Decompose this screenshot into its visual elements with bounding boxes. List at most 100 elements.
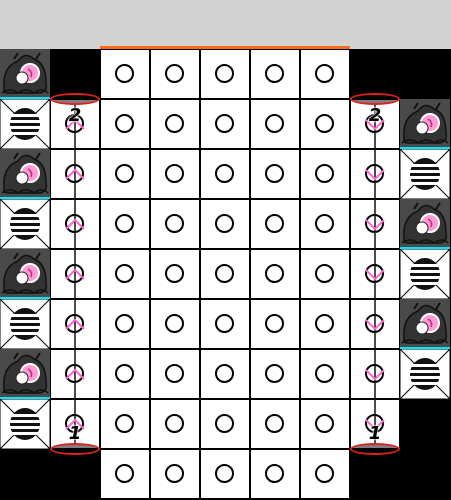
- board-cell[interactable]: [100, 299, 150, 349]
- ring-icon: [215, 64, 234, 83]
- board-cell[interactable]: [150, 249, 200, 299]
- track-cell[interactable]: [350, 449, 400, 499]
- drum-icon: [0, 299, 50, 349]
- board-cell[interactable]: [150, 149, 200, 199]
- ring-icon: [165, 414, 184, 433]
- track-cell[interactable]: [50, 449, 100, 499]
- board-cell[interactable]: [250, 49, 300, 99]
- board-cell[interactable]: [300, 299, 350, 349]
- board-cell[interactable]: [250, 149, 300, 199]
- board-cell[interactable]: [300, 349, 350, 399]
- left-chute-bottom-oval: [50, 443, 100, 455]
- board-cell[interactable]: [100, 99, 150, 149]
- ring-icon: [315, 264, 334, 283]
- board-cell[interactable]: [300, 399, 350, 449]
- ring-icon: [165, 464, 184, 483]
- board-cell[interactable]: [250, 399, 300, 449]
- board-cell[interactable]: [250, 449, 300, 499]
- board-cell[interactable]: [300, 49, 350, 99]
- board-cell[interactable]: [200, 99, 250, 149]
- board-cell[interactable]: [100, 399, 150, 449]
- board-cell[interactable]: [250, 349, 300, 399]
- board-cell[interactable]: [250, 199, 300, 249]
- right-track-bottom-label: 1: [368, 423, 382, 444]
- board-cell[interactable]: [300, 249, 350, 299]
- ring-icon: [215, 314, 234, 333]
- ring-icon: [265, 364, 284, 383]
- board-cell[interactable]: [150, 399, 200, 449]
- ring-icon: [215, 264, 234, 283]
- board-cell[interactable]: [100, 199, 150, 249]
- board-cell[interactable]: [100, 149, 150, 199]
- board-cell[interactable]: [200, 449, 250, 499]
- ring-icon: [265, 214, 284, 233]
- board-cell[interactable]: [150, 199, 200, 249]
- snail-enemy-icon: [0, 249, 50, 299]
- ring-icon: [315, 114, 334, 133]
- right-track-top-label: 2: [368, 105, 382, 126]
- snail-enemy-icon: [0, 349, 50, 399]
- ring-icon: [265, 414, 284, 433]
- ring-icon: [315, 414, 334, 433]
- top-accent-line: [100, 46, 350, 50]
- ring-icon: [165, 64, 184, 83]
- board-cell[interactable]: [200, 299, 250, 349]
- right-chute-track: [350, 97, 400, 451]
- ring-icon: [115, 314, 134, 333]
- ring-icon: [165, 364, 184, 383]
- board-cell[interactable]: [200, 149, 250, 199]
- ring-icon: [315, 214, 334, 233]
- board-cell[interactable]: [150, 99, 200, 149]
- board-cell[interactable]: [200, 399, 250, 449]
- left-track-top-label: 2: [68, 105, 82, 126]
- ring-icon: [215, 464, 234, 483]
- board-cell[interactable]: [150, 449, 200, 499]
- ring-icon: [265, 64, 284, 83]
- board-cell[interactable]: [150, 349, 200, 399]
- snail-enemy-icon: [400, 99, 450, 149]
- board-cell[interactable]: [300, 199, 350, 249]
- ring-icon: [315, 64, 334, 83]
- board-cell[interactable]: [200, 199, 250, 249]
- drum-icon: [400, 149, 450, 199]
- board-cell[interactable]: [100, 349, 150, 399]
- board-cell[interactable]: [300, 149, 350, 199]
- ring-icon: [315, 164, 334, 183]
- ring-icon: [115, 464, 134, 483]
- ring-icon: [115, 264, 134, 283]
- drum-icon: [400, 249, 450, 299]
- board-cell[interactable]: [100, 449, 150, 499]
- board-cell[interactable]: [300, 449, 350, 499]
- board-cell[interactable]: [250, 99, 300, 149]
- board-cell[interactable]: [100, 49, 150, 99]
- board-cell[interactable]: [100, 249, 150, 299]
- board-cell[interactable]: [300, 99, 350, 149]
- board-cell[interactable]: [150, 299, 200, 349]
- right-chute-bottom-oval: [350, 443, 400, 455]
- board-cell[interactable]: [200, 349, 250, 399]
- ring-icon: [265, 464, 284, 483]
- drum-icon: [400, 349, 450, 399]
- ring-icon: [115, 414, 134, 433]
- right-chute-top-oval: [350, 93, 400, 105]
- ring-icon: [165, 214, 184, 233]
- drum-icon: [0, 199, 50, 249]
- ring-icon: [315, 464, 334, 483]
- board-cell[interactable]: [200, 49, 250, 99]
- ring-icon: [165, 264, 184, 283]
- board-cell[interactable]: [200, 249, 250, 299]
- board-cell[interactable]: [250, 249, 300, 299]
- ring-icon: [115, 114, 134, 133]
- track-cell[interactable]: [350, 49, 400, 99]
- ring-icon: [265, 314, 284, 333]
- ring-icon: [115, 164, 134, 183]
- board-cell[interactable]: [150, 49, 200, 99]
- ring-icon: [165, 164, 184, 183]
- track-cell[interactable]: [50, 49, 100, 99]
- left-chute-top-oval: [50, 93, 100, 105]
- top-bar: [0, 0, 451, 49]
- ring-icon: [215, 214, 234, 233]
- ring-icon: [165, 314, 184, 333]
- ring-icon: [115, 64, 134, 83]
- board-cell[interactable]: [250, 299, 300, 349]
